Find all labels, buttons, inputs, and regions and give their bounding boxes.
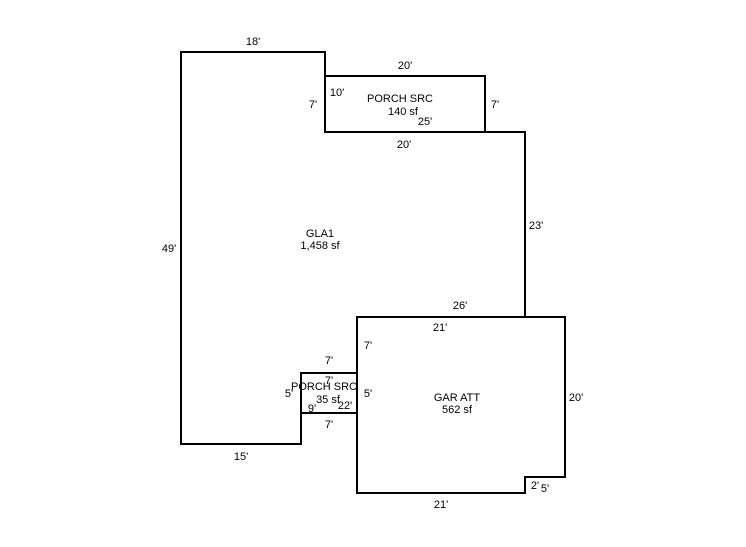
dim-garage-bottom: 21' <box>434 499 448 511</box>
dim-porch-inner-10: 10' <box>330 87 344 99</box>
dim-small-top: 7' <box>325 355 333 367</box>
porch-small-name: PORCH SRC <box>291 381 357 393</box>
dim-small-bottom: 7' <box>325 419 333 431</box>
dim-garage-2: 2' <box>531 480 539 492</box>
dim-small-7-inner: 7' <box>325 375 333 387</box>
porch-top-area: 140 sf <box>388 106 419 118</box>
dim-garage-right: 20' <box>569 392 583 404</box>
dim-gla-bottom: 15' <box>234 451 248 463</box>
dim-gla-right: 23' <box>529 220 543 232</box>
porch-top-outline <box>324 75 486 133</box>
dim-porch-top-len: 20' <box>398 60 412 72</box>
dim-gla-top: 18' <box>246 36 260 48</box>
dim-small-22: 22' <box>338 400 352 412</box>
porch-small-area: 35 sf <box>316 394 341 406</box>
gla1-name: GLA1 <box>306 228 334 240</box>
dim-gla-notch: 7' <box>309 99 317 111</box>
garage-name: GAR ATT <box>434 392 481 404</box>
dim-gla-left: 49' <box>162 243 176 255</box>
dim-garage-top: 21' <box>433 322 447 334</box>
dim-garage-5: 5' <box>541 483 549 495</box>
dim-small-left: 5' <box>285 388 293 400</box>
dim-garage-left-5: 5' <box>364 388 372 400</box>
dim-gla-20-lower: 20' <box>397 139 411 151</box>
gla1-area: 1,458 sf <box>300 240 340 252</box>
dim-porch-right: 7' <box>491 99 499 111</box>
garage-area: 562 sf <box>442 404 473 416</box>
porch-top-name: PORCH SRC <box>367 93 433 105</box>
dim-gla-26: 26' <box>453 300 467 312</box>
garage-outline <box>356 316 566 494</box>
dim-small-9: 9' <box>308 403 316 415</box>
dim-porch-inner-25: 25' <box>418 116 432 128</box>
dim-garage-7: 7' <box>364 340 372 352</box>
